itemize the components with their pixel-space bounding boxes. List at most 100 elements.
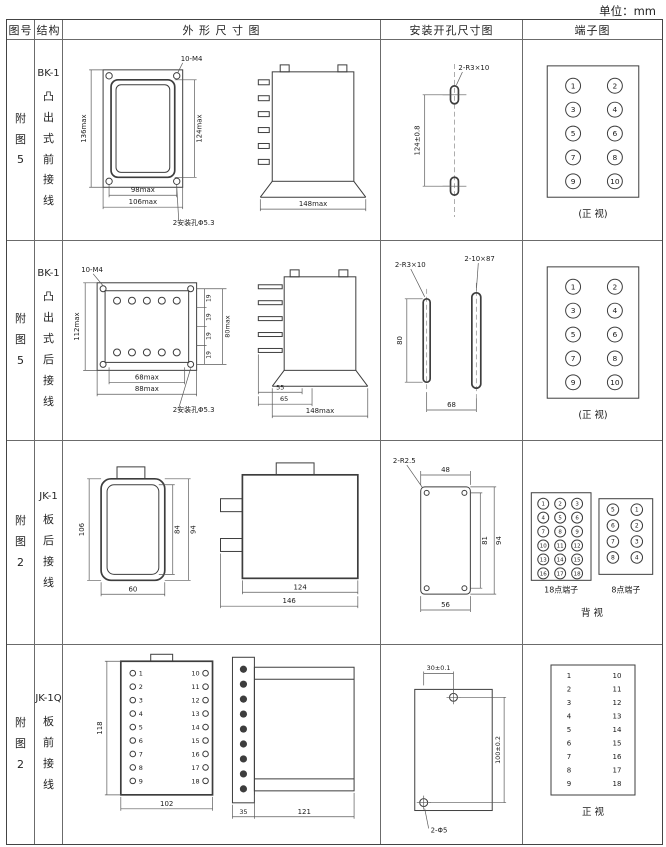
dim-text: 94 [190,525,198,534]
terminal-number: 9 [575,530,579,536]
outline-drawing-jk1: 106 84 94 60 124 [78,462,359,609]
dim-text: 124±0.8 [414,125,422,155]
dim-text: 98max [131,186,155,194]
terminal-number: 7 [139,750,143,758]
terminal-diagram-jk1: 1 2 3 4 5 6 7 8 9 10 11 12 13 14 15 16 1… [530,492,654,619]
side-view [257,64,367,198]
r4-structure-cell: JK-1Q 板前接线 [35,645,63,844]
mount-type-label: 板前接线 [43,715,54,791]
dim-text: 112max [73,312,81,340]
view-caption: 正 视 [582,806,605,818]
r3-mounting-cell: 2-R2.5 48 81 94 56 [381,441,523,645]
side-view [257,269,369,387]
r2-outline-cell: 10-M4 112max 19 19 19 19 80max 68max [63,241,381,441]
terminal-number: 4 [542,516,546,522]
r3-structure-cell: JK-1 板后接线 [35,441,63,645]
figure-label: 附图5 [15,312,26,367]
dim-text: 100±0.2 [494,736,502,764]
terminal-number: 2 [567,686,571,694]
datasheet-table: 图号 结构 外 形 尺 寸 图 安装开孔尺寸图 端子图 附图5 BK-1 凸出式… [6,19,663,845]
dim-text: 19 [206,313,213,321]
dim-depth-outer: 146 [220,553,359,609]
mounting-drawing-jk1q: 30±0.1 100±0.2 2-Φ5 [414,664,507,834]
figure-label: 附图2 [15,514,26,569]
terminal-number: 7 [571,354,576,363]
note-text: 2安装孔Φ5.3 [173,218,215,227]
dim-text: 35 [239,808,247,816]
dim-width: 102 [120,796,213,811]
outline-drawing-jk1q: 1 2 3 4 5 6 7 8 9 10 11 12 13 14 15 16 1… [96,653,355,819]
mounting-slots [422,291,482,390]
dim-thread: 10-M4 [81,266,104,286]
terminal-box-8 [598,498,654,575]
dim-text: 84 [174,525,182,534]
dim-text: 68max [135,373,159,381]
front-pins: 1 2 3 4 5 6 7 8 9 10 11 12 13 14 15 16 1… [129,670,209,785]
terminal-number: 12 [613,699,622,707]
terminal-number: 1 [542,502,545,508]
terminal-number: 16 [191,750,199,758]
terminal-number: 3 [571,306,576,315]
terminal-number: 10 [540,543,547,549]
dim-text: 10-M4 [81,266,103,274]
terminal-number: 7 [611,538,615,545]
cutout-outline [414,688,493,812]
r4-mounting-cell: 30±0.1 100±0.2 2-Φ5 [381,645,523,844]
note-mounting-holes: 2安装孔Φ5.3 [173,368,215,414]
dim-text: 81 [481,536,489,545]
dim-text: 48 [441,466,450,474]
dim-text: 80 [396,336,404,345]
terminal-diagram-bk1-rear: 1 2 3 4 5 6 7 8 9 10 (正 视) [546,266,640,421]
terminal-box [550,664,636,796]
r4-outline-cell: 1 2 3 4 5 6 7 8 9 10 11 12 13 14 15 16 1… [63,645,381,844]
terminal-number: 18 [574,571,581,577]
terminal-number: 1 [567,672,571,680]
front-view [100,466,166,582]
centerline [426,282,477,399]
dim-text: 60 [129,585,138,593]
terminal-number: 6 [613,330,618,339]
terminal-number: 2 [635,523,639,530]
terminal-number: 14 [191,724,199,732]
dim-depth: 148max [271,388,369,419]
terminal-18-label: 18点端子 [544,584,578,594]
terminal-pins: 1 2 3 4 5 6 7 8 9 10 [565,77,623,190]
dim-text: 19 [206,351,213,359]
dim-pitch: 124±0.8 [414,94,451,187]
terminal-number: 15 [613,740,622,748]
terminal-number: 6 [611,523,615,530]
model-label: BK-1 [37,67,60,79]
model-label: BK-1 [37,268,60,280]
terminal-number: 12 [191,697,199,705]
side-view [231,656,355,804]
terminal-number: 10 [610,378,620,387]
terminal-number: 2 [139,683,143,691]
terminal-number: 7 [567,753,571,761]
terminal-box [546,266,640,399]
dim-text: 102 [160,800,173,808]
mount-type-label: 凸出式前接线 [43,89,54,208]
terminal-number: 18 [613,780,622,788]
dim-text: 124max [196,114,204,142]
figure-label: 附图2 [15,716,26,771]
dim-height: 106 [78,478,102,581]
outline-drawing-bk1-rear: 10-M4 112max 19 19 19 19 80max 68max [73,266,369,419]
dim-width-inner: 98max [108,184,178,198]
terminal-number: 2 [613,81,618,90]
note-text: 2-Φ5 [431,826,448,834]
dim-height-outer: 136max [80,69,104,188]
view-caption: 背 视 [581,607,603,619]
dim-text: 148max [306,407,334,415]
dim-height-outer: 112max [73,282,98,371]
dim-text: 94 [495,536,503,545]
note-slot-2: 2-10×87 [464,255,495,291]
terminal-number: 3 [635,538,639,545]
dim-text: 121 [298,808,311,816]
dim-text: 106 [78,523,86,536]
terminal-number: 18 [191,777,199,785]
dim-width-inner: 68max [108,367,186,385]
note-text: 2-R2.5 [393,457,416,465]
note-slot: 2-R3×10 [456,64,489,86]
terminal-number: 2 [558,502,561,508]
